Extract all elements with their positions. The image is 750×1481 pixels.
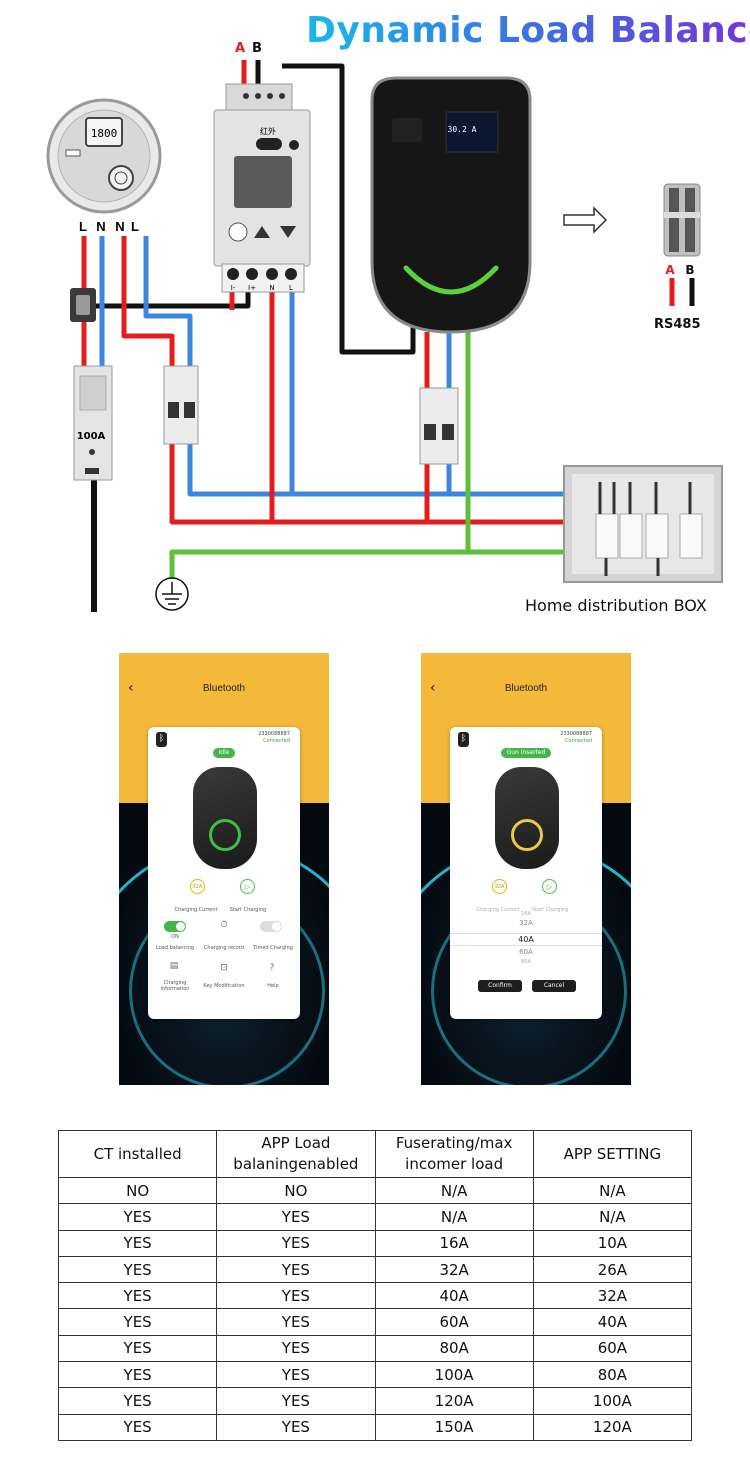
timed-charging-label: Timed Charging xyxy=(253,945,293,951)
screen-header: Bluetooth xyxy=(504,683,548,694)
confirm-button[interactable]: Confirm xyxy=(478,980,522,992)
back-arrow-icon[interactable]: ‹ xyxy=(430,680,436,696)
ground-icon xyxy=(155,577,189,611)
wiring-diagram: 1800 L N N L 100A A B 红外 I- xyxy=(46,41,723,612)
rs485-b-label: B xyxy=(252,41,262,56)
charger-image xyxy=(495,767,559,869)
rs485-label: RS485 xyxy=(654,317,701,332)
charging-current-button[interactable]: 32A xyxy=(190,879,205,894)
picker-option[interactable]: 80A xyxy=(521,959,531,965)
document-icon[interactable]: ▤ xyxy=(169,961,179,971)
svg-text:N: N xyxy=(115,219,124,234)
svg-text:L: L xyxy=(289,284,293,292)
bluetooth-icon: ᛒ xyxy=(156,732,167,747)
header-app-setting: APP SETTING xyxy=(532,1130,693,1178)
ct-signal-wire xyxy=(94,292,251,309)
ct-clamp xyxy=(70,288,96,322)
bluetooth-icon: ᛒ xyxy=(458,732,469,747)
rs485-a-label: A xyxy=(235,41,245,56)
svg-text:N: N xyxy=(269,284,274,292)
module-header: 红外 xyxy=(260,126,276,136)
neutral-wire-main xyxy=(99,236,565,497)
charging-record-icon[interactable]: ⏱ xyxy=(220,920,228,930)
breaker-rating: 100A xyxy=(77,431,106,442)
status-badge: Gun Inserted xyxy=(501,748,551,758)
help-icon[interactable]: ? xyxy=(269,963,275,973)
screen-header: Bluetooth xyxy=(202,683,246,694)
toggle-on-label: ON xyxy=(171,934,179,940)
energy-meter: 1800 xyxy=(46,98,162,214)
distribution-box-label: Home distribution BOX xyxy=(525,596,707,615)
din-module: 红外 I- I+ N L xyxy=(213,83,311,293)
rs485-connector: A B xyxy=(663,183,701,306)
charging-record-label: Charging record xyxy=(203,945,245,951)
picker-option[interactable]: 16A xyxy=(521,911,531,917)
help-label: Help xyxy=(267,983,279,989)
svg-text:L: L xyxy=(131,219,139,234)
back-arrow-icon[interactable]: ‹ xyxy=(128,680,134,696)
ev-charger: 30.2 A xyxy=(370,76,532,334)
svg-text:B: B xyxy=(685,263,694,277)
svg-text:N: N xyxy=(96,219,105,234)
status-badge: Idle xyxy=(213,748,235,758)
play-icon[interactable]: ▷ xyxy=(240,879,255,894)
svg-text:L: L xyxy=(79,219,87,234)
cancel-button[interactable]: Cancel xyxy=(532,980,576,992)
charging-current-button[interactable]: 32A xyxy=(492,879,507,894)
play-icon[interactable]: ▷ xyxy=(542,879,557,894)
lock-icon[interactable]: ⊡ xyxy=(220,963,228,973)
svg-text:I+: I+ xyxy=(248,284,256,292)
start-charging-label: Start Charging xyxy=(531,907,569,913)
charging-current-label: Charging Current xyxy=(174,907,218,913)
charger-image xyxy=(193,767,257,869)
earth-wire xyxy=(169,332,565,582)
page-title: Dynamic Load Balance xyxy=(306,10,750,51)
timed-charging-toggle[interactable] xyxy=(260,921,282,932)
charger-display: 30.2 A xyxy=(448,125,477,134)
load-balancing-label: Load balancing xyxy=(156,945,194,951)
load-balancing-toggle[interactable] xyxy=(164,921,186,932)
distribution-box xyxy=(563,465,723,583)
picker-option[interactable]: 60A xyxy=(519,948,533,956)
svg-text:A: A xyxy=(665,263,675,277)
breaker-right xyxy=(419,387,459,465)
picker-selected[interactable]: 40A xyxy=(450,933,602,946)
header-ct-installed: CT installed xyxy=(57,1130,218,1178)
picker-option[interactable]: 32A xyxy=(519,919,533,927)
charging-current-label: Charging Current xyxy=(476,907,520,913)
breaker-left xyxy=(163,365,199,445)
arrow-right-icon xyxy=(563,206,608,234)
main-breaker: 100A xyxy=(73,365,113,481)
key-modification-label: Key Modification xyxy=(203,983,245,989)
svg-text:I-: I- xyxy=(231,284,236,292)
meter-reading: 1800 xyxy=(91,127,118,140)
start-charging-label: Start Charging xyxy=(229,907,267,913)
meter-terminal-labels: L N N L xyxy=(79,219,139,234)
